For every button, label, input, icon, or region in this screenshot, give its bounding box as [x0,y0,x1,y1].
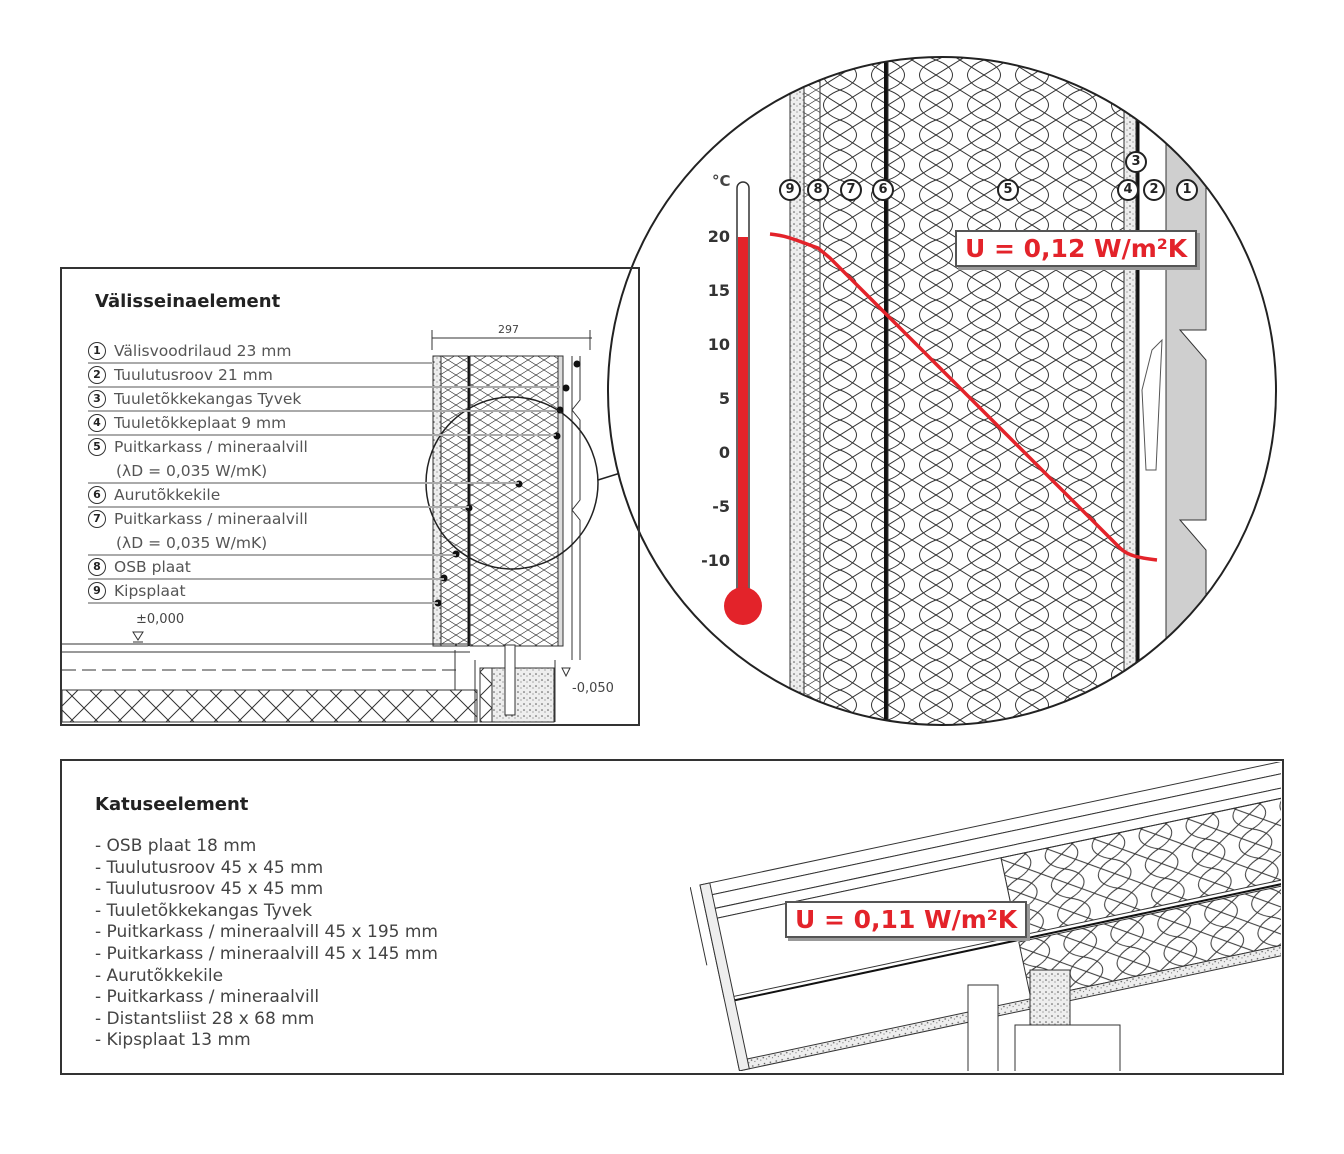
layer-label: 9 [779,179,801,201]
legend-number: 1 [88,342,106,360]
layer-label: 8 [807,179,829,201]
legend-item: 4 Tuuletõkkeplaat 9 mm [88,412,428,436]
level-bottom: -0,050 [572,681,614,696]
roof-layer-item: - OSB plaat 18 mm [95,836,257,856]
temp-tick: 15 [707,281,730,300]
roof-title: Katuseelement [95,794,249,815]
legend-number: 5 [88,438,106,456]
temp-tick: 10 [707,335,730,354]
wall-element-panel [60,267,640,726]
legend-number: 3 [88,390,106,408]
legend-item: 2 Tuulutusroov 21 mm [88,364,428,388]
layer-label: 5 [997,179,1019,201]
wall-u-value: U = 0,12 W/m²K [955,230,1198,267]
legend-number: 6 [88,486,106,504]
layer-label: 3 [1125,151,1147,173]
temp-tick: -10 [701,551,730,570]
legend-item: 1 Välisvoodrilaud 23 mm [88,340,428,364]
wall-dimension: 297 [498,323,519,336]
layer-label: 1 [1176,179,1198,201]
roof-layer-item: - Distantsliist 28 x 68 mm [95,1008,315,1029]
legend-subtext: (λD = 0,035 W/mK) [88,460,428,484]
wall-legend: 1 Välisvoodrilaud 23 mm 2 Tuulutusroov 21 … [88,340,428,604]
legend-number: 4 [88,414,106,432]
temp-tick: 20 [707,227,730,246]
detail-circle-outline [607,56,1277,726]
roof-layer-item: - Aurutõkkekile [95,965,224,986]
roof-layer-item: - Tuuletõkkekangas Tyvek [95,900,313,921]
legend-text: Tuuletõkkekangas Tyvek [114,390,302,408]
temperature-unit: °C [712,172,731,190]
roof-layer-item: - Kipsplaat 13 mm [95,1030,251,1051]
legend-item: 9 Kipsplaat [88,580,428,604]
roof-layer-item: - Tuulutusroov 45 x 45 mm [95,879,324,900]
roof-section-drawing [690,762,1281,1071]
roof-layer-item: - Tuulutusroov 45 x 45 mm [95,857,324,878]
legend-text: Tuulutusroov 21 mm [114,366,273,384]
temp-tick: 5 [718,389,730,408]
legend-number: 8 [88,558,106,576]
legend-subtext: (λD = 0,035 W/mK) [88,532,428,556]
layer-label: 4 [1117,179,1139,201]
legend-number: 2 [88,366,106,384]
roof-layer-list: - OSB plaat 18 mm - Tuulutusroov 45 x 45… [95,836,438,1052]
roof-layer-item: - Puitkarkass / mineraalvill 45 x 195 mm [95,922,438,943]
legend-text: Puitkarkass / mineraalvill [114,510,308,528]
roof-element-panel [60,759,1284,1075]
roof-layer-item: - Puitkarkass / mineraalvill [95,987,320,1008]
layer-label: 2 [1143,179,1165,201]
level-top: ±0,000 [136,612,185,627]
legend-item: 6 Aurutõkkekile [88,484,428,508]
legend-number: 7 [88,510,106,528]
roof-u-value: U = 0,11 W/m²K [785,901,1028,938]
legend-number: 9 [88,582,106,600]
roof-layer-item: - Puitkarkass / mineraalvill 45 x 145 mm [95,943,438,964]
legend-text: OSB plaat [114,558,191,576]
legend-item: 8 OSB plaat [88,556,428,580]
wall-title: Välisseinaelement [95,291,281,312]
legend-text: Kipsplaat [114,582,186,600]
legend-item: 5 Puitkarkass / mineraalvill [88,436,428,460]
legend-text: Välisvoodrilaud 23 mm [114,342,292,360]
temperature-profile-line [769,232,1158,562]
legend-text: Aurutõkkekile [114,486,221,504]
layer-label: 6 [872,179,894,201]
layer-label: 7 [840,179,862,201]
wall-section-drawing [61,330,631,723]
legend-item: 3 Tuuletõkkekangas Tyvek [88,388,428,412]
legend-text: Tuuletõkkeplaat 9 mm [114,414,287,432]
legend-item: 7 Puitkarkass / mineraalvill [88,508,428,532]
temp-tick: -5 [712,497,730,516]
temp-tick: 0 [718,443,730,462]
legend-text: Puitkarkass / mineraalvill [114,438,308,456]
